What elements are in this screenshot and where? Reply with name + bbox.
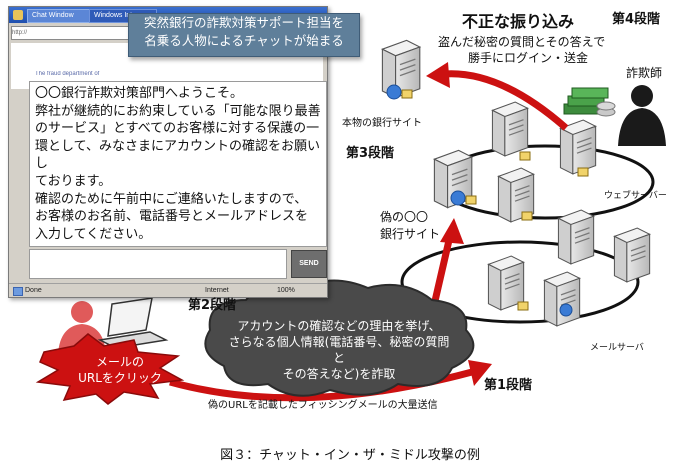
money-icon xyxy=(563,87,616,117)
cloud-line-3: その答えなど)を詐取 xyxy=(282,367,396,381)
server-icon xyxy=(491,101,529,157)
label-web-server: ウェブサーバー xyxy=(604,191,667,201)
burst-line-1: メールの xyxy=(95,355,144,369)
page-icon xyxy=(13,287,23,296)
figure-caption: 図３：チャット・イン・ザ・ミドル攻撃の例 xyxy=(220,448,480,463)
callout-line-2: 名乗る人物によるチャットが始まる xyxy=(144,33,344,48)
label-stage-2: 第2段階 xyxy=(188,298,237,313)
label-stage-4-desc-2: 勝手にログイン・送金 xyxy=(468,51,589,65)
cloud-line-1: アカウントの確認などの理由を挙げ、 xyxy=(237,319,441,333)
click-burst xyxy=(35,333,185,405)
server-icon-mail xyxy=(543,271,581,327)
label-real-bank-site: 本物の銀行サイト xyxy=(342,118,422,129)
cloud-line-2: さらなる個人情報(電話番号、秘密の質問と xyxy=(228,335,450,365)
burst-line-2: URLをクリック xyxy=(78,371,162,385)
status-internet: Internet xyxy=(205,287,229,294)
fraudster-icon xyxy=(618,85,666,146)
server-icon xyxy=(557,209,595,265)
cloud-text: アカウントの確認などの理由を挙げ、 さらなる個人情報(電話番号、秘密の質問と そ… xyxy=(226,318,452,382)
window-icon xyxy=(13,10,23,20)
tab-chat-window[interactable]: Chat Window xyxy=(27,9,95,23)
label-fake-bank-1: 偽の〇〇 xyxy=(380,210,429,224)
chat-message-text: 〇〇銀行詐欺対策部門へようこそ。 弊社が継続的にお約束している「可能な限り最善 … xyxy=(35,86,321,242)
server-icon xyxy=(613,227,651,283)
page-text-line: The fraud department of xyxy=(35,71,100,77)
server-icon-group xyxy=(381,39,651,327)
label-fraudster: 詐欺師 xyxy=(626,66,663,80)
globe-icon-group xyxy=(386,84,589,317)
chat-start-callout: 突然銀行の詐欺対策サポート担当を 名乗る人物によるチャットが始まる xyxy=(128,13,360,57)
label-stage-4: 第4段階 xyxy=(612,12,661,27)
callout-line-1: 突然銀行の詐欺対策サポート担当を xyxy=(143,15,344,30)
status-bar: Done Internet 100% xyxy=(9,283,327,297)
chat-input[interactable] xyxy=(29,249,287,279)
send-button[interactable]: SEND xyxy=(291,250,327,278)
label-stage-3: 第3段階 xyxy=(346,146,395,161)
status-zoom[interactable]: 100% xyxy=(277,287,295,294)
network-ring-lower xyxy=(400,240,640,324)
label-mail-server: メールサーバ xyxy=(590,343,644,353)
arrow-stage4 xyxy=(443,70,569,131)
label-stage-1: 第1段階 xyxy=(484,378,533,393)
label-phishing-mail: 偽のURLを記載したフィッシングメールの大量送信 xyxy=(208,400,438,411)
status-done: Done xyxy=(25,287,42,294)
label-fraud-transfer: 不正な振り込み xyxy=(462,12,575,31)
laptop-icon xyxy=(107,297,153,337)
label-stage-4-desc-1: 盗んだ秘密の質問とその答えで xyxy=(438,35,606,49)
chat-message-box xyxy=(29,81,327,247)
label-fake-bank-2: 銀行サイト xyxy=(380,227,441,241)
burst-text: メールの URLをクリック xyxy=(60,354,180,386)
